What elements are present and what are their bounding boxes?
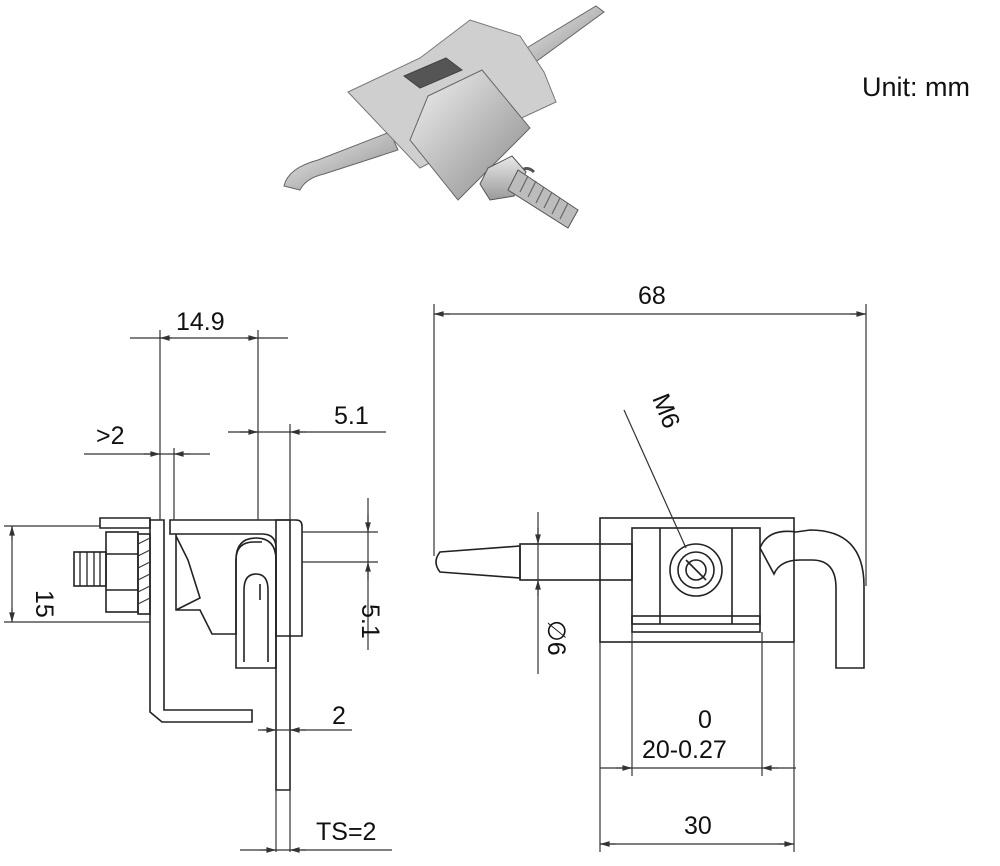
side-view (73, 517, 303, 791)
dim-gt2: >2 (96, 422, 125, 450)
thread-m6: M6 (646, 390, 685, 433)
dim-2: 2 (332, 702, 346, 730)
dim-tol-upper: 0 (698, 706, 712, 734)
dim-68: 68 (638, 282, 666, 310)
dim-14-9: 14.9 (176, 308, 225, 336)
dim-5-1-top: 5.1 (334, 402, 369, 430)
unit-label: Unit: mm (862, 72, 970, 102)
front-view-dimensions: 68 M6 ∅6 0 20-0.27 30 (433, 282, 867, 852)
dim-ts: TS=2 (316, 818, 376, 846)
dim-30: 30 (684, 812, 712, 840)
product-photo (283, 5, 605, 229)
dim-pin-dia: ∅6 (542, 620, 570, 656)
dim-15: 15 (30, 590, 58, 618)
dim-tol-main: 20-0.27 (642, 736, 727, 764)
front-view (435, 517, 865, 669)
side-view-dimensions: 14.9 5.1 >2 15 5.1 2 (4, 308, 392, 853)
m6-nut (669, 543, 723, 597)
dim-5-1-side: 5.1 (356, 604, 384, 639)
